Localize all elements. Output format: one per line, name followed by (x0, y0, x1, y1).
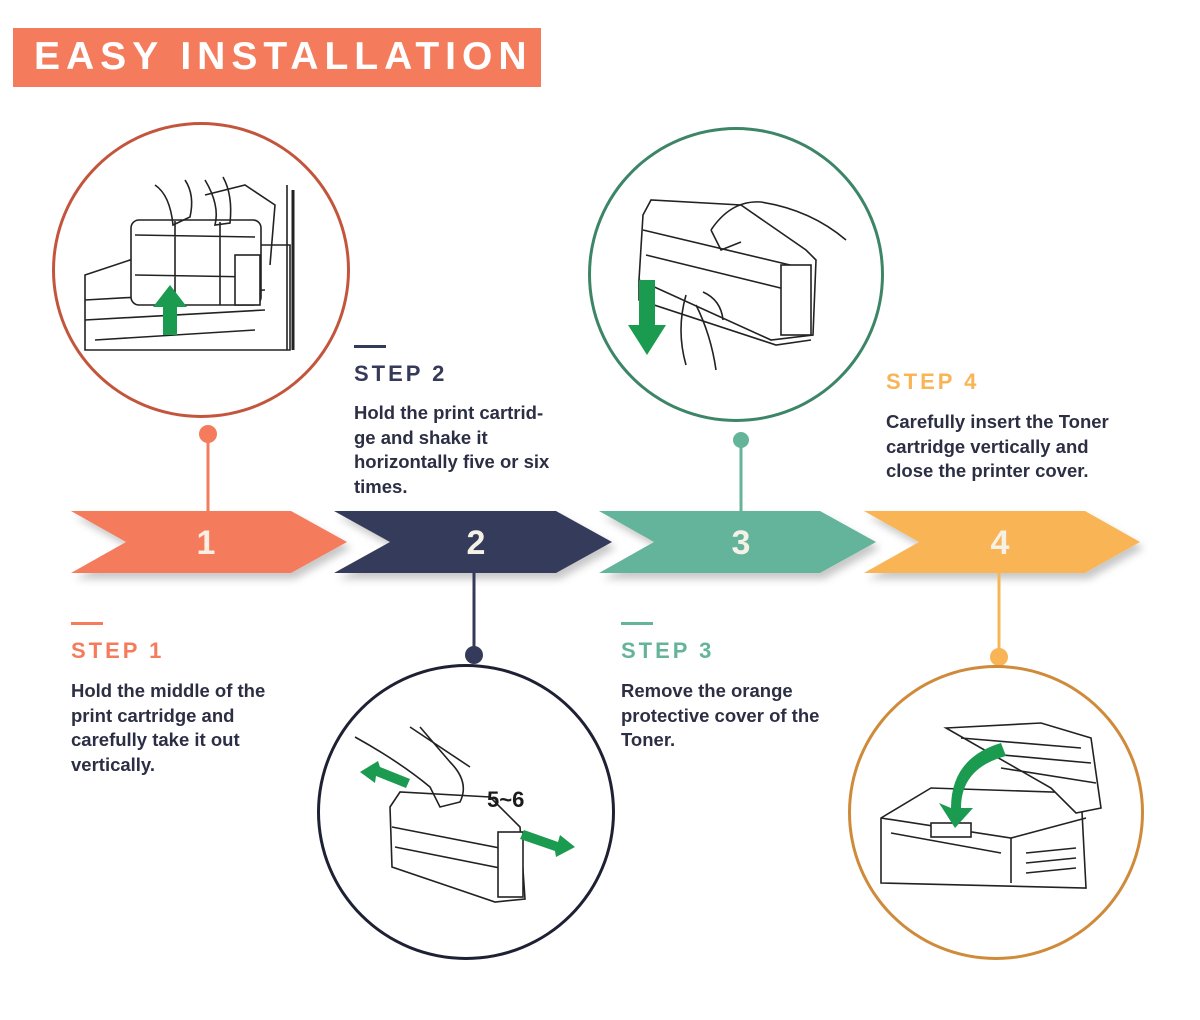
step2-line: ge and shake it (354, 426, 488, 448)
step4-line: close the printer cover. (886, 460, 1089, 481)
step3-line: Remove the orange (621, 680, 793, 701)
step3-line: protective cover of the (621, 704, 820, 726)
step3-dash (621, 622, 653, 625)
page-title: EASY INSTALLATION (34, 35, 533, 78)
step1-heading: STEP 1 (71, 638, 165, 663)
step3-description: Remove the orange protective cover of th… (621, 679, 819, 753)
step2-line: Hold the print cartrid- (354, 402, 544, 423)
step1-dash (71, 622, 103, 625)
step4-connector-dot (990, 648, 1008, 666)
step4-description: Carefully insert the Toner cartridge ver… (886, 410, 1109, 484)
step2-dash (354, 345, 386, 348)
step3-chevron (599, 511, 876, 573)
step1-line: print cartridge and (71, 704, 235, 726)
step2-illustration-circle: 5~6 (317, 664, 615, 960)
step2-line: times. (354, 475, 408, 497)
step2-connector-dot (465, 646, 483, 664)
step1-connector-dot (199, 425, 217, 443)
remove-cover-illustration (628, 199, 847, 371)
step2-number: 2 (466, 524, 486, 562)
step4-line: cartridge vertically and (886, 435, 1089, 457)
step4-number: 4 (990, 524, 1010, 562)
step1-description: Hold the middle of the print cartridge a… (71, 679, 265, 777)
step1-illustration-circle (52, 122, 350, 418)
step3-line: Toner. (621, 729, 676, 750)
step1-chevron (71, 511, 347, 573)
step4-illustration-circle (848, 665, 1144, 960)
step1-number: 1 (196, 524, 216, 562)
step2-line: horizontally five or six (354, 451, 550, 472)
step1-line: vertically. (71, 753, 155, 775)
shake-cartridge-illustration: 5~6 (354, 726, 575, 903)
step3-number: 3 (731, 524, 751, 562)
step2-heading: STEP 2 (354, 361, 448, 386)
step4-heading: STEP 4 (886, 369, 980, 394)
shake-count-label: 5~6 (487, 787, 524, 812)
title-banner (13, 28, 541, 87)
step3-connector-dot (733, 432, 749, 448)
remove-cartridge-upward-illustration (84, 176, 295, 351)
step4-chevron (864, 511, 1140, 573)
close-printer-cover-illustration (880, 722, 1102, 889)
step3-heading: STEP 3 (621, 638, 715, 663)
step3-illustration-circle (588, 127, 884, 422)
step2-description: Hold the print cartrid- ge and shake it … (354, 401, 549, 499)
step1-line: Hold the middle of the (71, 680, 266, 701)
step2-chevron (334, 511, 612, 573)
step1-line: carefully take it out (71, 729, 240, 750)
step4-line: Carefully insert the Toner (886, 411, 1109, 432)
